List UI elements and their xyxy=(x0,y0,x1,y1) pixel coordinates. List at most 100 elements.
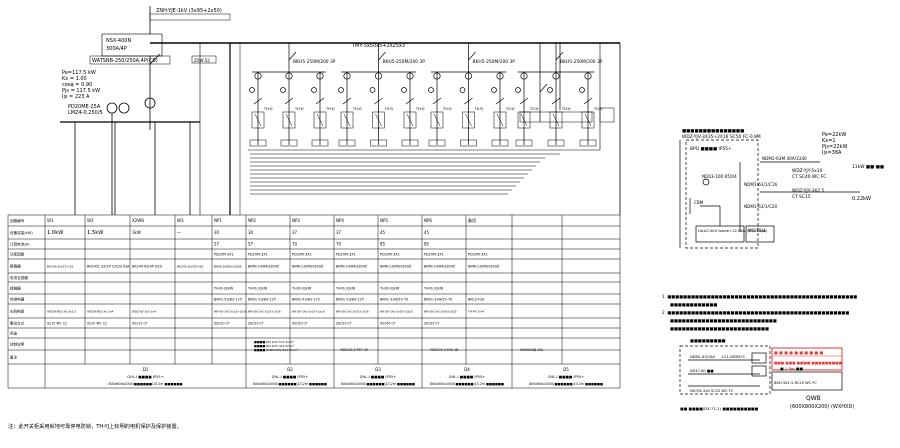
table-row-label: 接触器 xyxy=(10,286,21,291)
qwb-size: (600X800X200) (WXHXD) xyxy=(790,404,854,410)
collector-box xyxy=(519,111,593,123)
rp-out-cable2-a: WDZ-YJY-3X2.5 xyxy=(792,188,824,194)
spare-branch xyxy=(539,43,561,122)
table-cell: 57 xyxy=(214,242,220,247)
red-box-line2: ■■■ ■■■ ■■■■ ■■■■■■■■■ xyxy=(774,361,843,365)
rp-small-5: BKH-3X1.5-RC20 WC FC xyxy=(774,381,817,385)
cabinet-spec: GHL-I ■■■■ IP55+ xyxy=(127,375,163,379)
table-cell: WDZ-YJY-1kV 5x4 xyxy=(132,310,156,314)
meter-circle xyxy=(374,72,383,80)
ct-symbol-2 xyxy=(118,102,130,114)
rp-load-kx: Kx=1 xyxy=(822,138,836,144)
table-cell: W2 xyxy=(87,218,94,223)
rp-breaker-7: MG-15/4 xyxy=(748,228,766,233)
supply-cable-box xyxy=(149,13,231,21)
meter-circle xyxy=(552,72,560,80)
table-cell: ZSC50 CT xyxy=(214,322,230,326)
table-cell: WDZN-BYJ-1kV 3x4 xyxy=(87,310,114,314)
cabinet-spec: GHL-I ■■■■ IP55+ xyxy=(360,375,396,379)
cabinet-id: D3 xyxy=(375,367,381,372)
contactor-label: TH-YJ xyxy=(561,107,571,111)
meter-symbol xyxy=(144,97,156,109)
meter-circle xyxy=(464,72,473,80)
table-row-label: 计算电流(A) xyxy=(10,242,30,247)
table-cell: NH-YJV-1kV 3x25+2x16 xyxy=(214,310,247,314)
contactor-label: TH-YJ xyxy=(474,107,484,111)
table-cell: NP5 xyxy=(380,218,388,223)
table-cell: ZSC65 CT xyxy=(380,322,396,326)
table-cell: BKMI-100M/3300Z xyxy=(336,265,368,269)
overload-relay-box xyxy=(401,139,419,147)
table-cell: NP6 xyxy=(424,218,432,223)
overload-relay-box xyxy=(515,139,533,147)
table-cell: 70 xyxy=(292,242,298,247)
overload-relay-box xyxy=(370,139,387,147)
contactor-box xyxy=(340,111,354,129)
table-cell: SC15 WC CC xyxy=(47,322,68,326)
spd-line2: LMZ4-0.250/5 xyxy=(68,110,103,116)
table-cell: 45 xyxy=(380,230,386,235)
table-cell: NP4 xyxy=(336,218,344,223)
meter-circle xyxy=(254,72,262,80)
cabinet-id: D1 xyxy=(143,367,149,372)
rp-breaker-2: ND03-100 R50/4 xyxy=(702,174,737,179)
rp-breaker-5: CBM xyxy=(694,200,704,205)
busbar-note: TMY-3x50x5+2x25x3 xyxy=(351,43,405,49)
contactor-box xyxy=(372,111,385,129)
table-cell: 85 xyxy=(380,242,386,247)
main-switch-symbol xyxy=(149,53,161,65)
table-cell: TH-YJ-32kW xyxy=(335,287,356,291)
table-cell: TH-YJ-32kW xyxy=(423,287,444,291)
cabinet-size: 800x600x2000(■■■■■■)10.2m ■■■■■■ xyxy=(341,382,415,386)
contactor-label: TH-YJ xyxy=(415,107,425,111)
table-cell: PD20M-3X1 xyxy=(292,253,312,257)
qwb-label: QWB xyxy=(806,395,821,402)
table-row-label: 功率因数 xyxy=(10,252,25,257)
rp-note-5: ■■■■■■■■■■■■■■■■■■■■■■■■■ xyxy=(670,326,769,331)
cabinet-spec: GHL-I ■■■■ IP55+ xyxy=(272,375,308,379)
left-drawing xyxy=(60,6,620,215)
table-cell: PD20M-3X1 xyxy=(468,253,488,257)
table-cell: 57 xyxy=(248,242,254,247)
table-cell: PD20M-3X1 xyxy=(424,253,444,257)
rp-load-pe: Pe=22kW xyxy=(822,132,846,138)
table-cell: 70 xyxy=(336,242,342,247)
rp-out-cable1-a: WDZ-YJY-5x10 xyxy=(792,168,823,174)
table-cell: NH-YJV-1kV 3x50+2x25 xyxy=(424,310,457,314)
load-pjs: Pjs = 117.5 kW xyxy=(62,88,100,94)
rp-load-pjs: Pjs=22kW xyxy=(822,144,847,150)
table-cell: ZSC50 CT xyxy=(292,322,308,326)
rp-note-4: ■■■■■■■■■■■■■■■■■■■■■■■■■■■ xyxy=(670,318,777,323)
table-cell: X2WB xyxy=(132,218,144,223)
overload-relay-box xyxy=(280,139,298,147)
table-cell: SC20 WC CC xyxy=(87,322,108,326)
control-note: ■■■■ NH-KVV 5x1.5mm² xyxy=(254,340,295,344)
table-cell: TH-F4-37x4 xyxy=(467,310,484,314)
meter-circle xyxy=(316,72,324,80)
cabinet-id: D4 xyxy=(464,367,470,372)
table-cell: BKR1-33H/55-70 xyxy=(380,298,408,302)
control-note: 0MX001BJ-102 xyxy=(520,348,543,352)
table-cell: W1 xyxy=(47,218,54,223)
rp-bottom-note: ■■ ■■■■(DX-71-2) ■■■■■■■■■■ xyxy=(680,406,759,411)
rp-cabinet-label: BPQ ■■■■ IP55+ xyxy=(690,146,732,152)
table-cell: BKMI-100M/3300Z xyxy=(424,265,456,269)
load-ijs: Ijs = 223 A xyxy=(62,94,90,100)
branch-breaker-label: BKH5-250M/200 3P xyxy=(560,59,603,65)
rp-note-1: 1. ■■■■■■■■■■■■■■■■■■■■■■■■■■■■■■■■■■■■■… xyxy=(662,294,857,299)
table-row-label: 出线电缆 xyxy=(10,309,25,314)
contactor-box xyxy=(403,111,417,129)
load-cos: cosφ = 0.90 xyxy=(62,82,92,88)
rp-small-2: LC1-D09M7C xyxy=(722,355,746,359)
table-grid xyxy=(7,214,621,389)
table-cell: ZSC50 CT xyxy=(248,322,264,326)
contactor-box xyxy=(251,111,265,129)
table-cell: TH-YJ-32kW xyxy=(379,287,400,291)
footer-note: 注：此开关柜采用就地可靠停电防锁，TH-YJ上标明的电机保护及保护装置。 xyxy=(8,422,182,430)
rp-breaker-3: NDM1-63/1/C16 xyxy=(744,182,778,187)
rp-out-load-2: 0.22kW xyxy=(852,196,871,202)
note-box xyxy=(191,55,217,64)
